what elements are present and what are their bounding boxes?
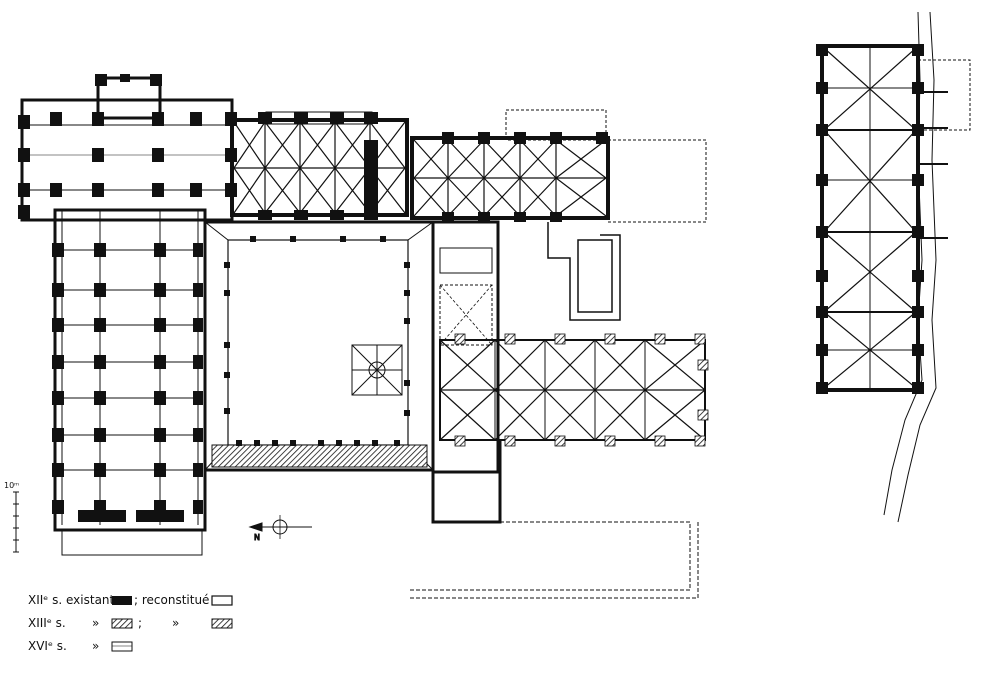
legend-row-3: XVIᵉ s. » xyxy=(28,639,133,653)
legend-row2-label: XIIIᵉ s. xyxy=(28,616,66,630)
legend-row3-ditto-1: » xyxy=(92,639,99,653)
legend-swatch-13c-existing xyxy=(111,618,133,629)
legend-row1-label: XIIᵉ s. existant xyxy=(28,593,115,607)
lavabo xyxy=(351,344,403,396)
legend: XIIᵉ s. existant ; reconstitué XIIIᵉ s. … xyxy=(28,593,233,653)
legend-row3-label: XVIᵉ s. xyxy=(28,639,67,653)
north-range-piers xyxy=(258,112,608,222)
legend-row2-sep: ; xyxy=(138,616,142,630)
church xyxy=(20,76,234,556)
legend-swatch-12c-existing xyxy=(112,596,132,605)
annex xyxy=(547,222,621,321)
east-wing xyxy=(410,220,699,599)
cloister xyxy=(203,220,435,472)
water-channel xyxy=(883,11,948,523)
legend-swatch-16c xyxy=(111,641,133,652)
legend-row1-sep: ; reconstitué xyxy=(134,593,209,607)
compass: N xyxy=(248,515,312,543)
legend-row2-ditto-2: » xyxy=(172,616,179,630)
cloister-columns xyxy=(224,236,410,446)
refectory xyxy=(439,339,706,441)
legend-row-2: XIIIᵉ s. » ; » xyxy=(28,616,233,630)
nave-outline xyxy=(53,208,207,532)
legend-row-1: XIIᵉ s. existant ; reconstitué xyxy=(28,593,233,607)
east-building xyxy=(820,44,971,392)
cloister-south-walk xyxy=(211,444,428,468)
legend-swatch-12c-reconstituted xyxy=(211,595,233,606)
porch xyxy=(61,529,203,556)
legend-row2-ditto-1: » xyxy=(92,616,99,630)
refectory-piers xyxy=(454,333,709,447)
scale-label: 10ᵐ xyxy=(4,481,19,490)
scale-bar: 10ᵐ xyxy=(4,481,19,553)
legend-swatch-13c-reconstituted xyxy=(211,618,233,629)
nave-bays xyxy=(62,249,198,471)
north-range xyxy=(230,109,707,223)
compass-label: N xyxy=(254,533,260,542)
